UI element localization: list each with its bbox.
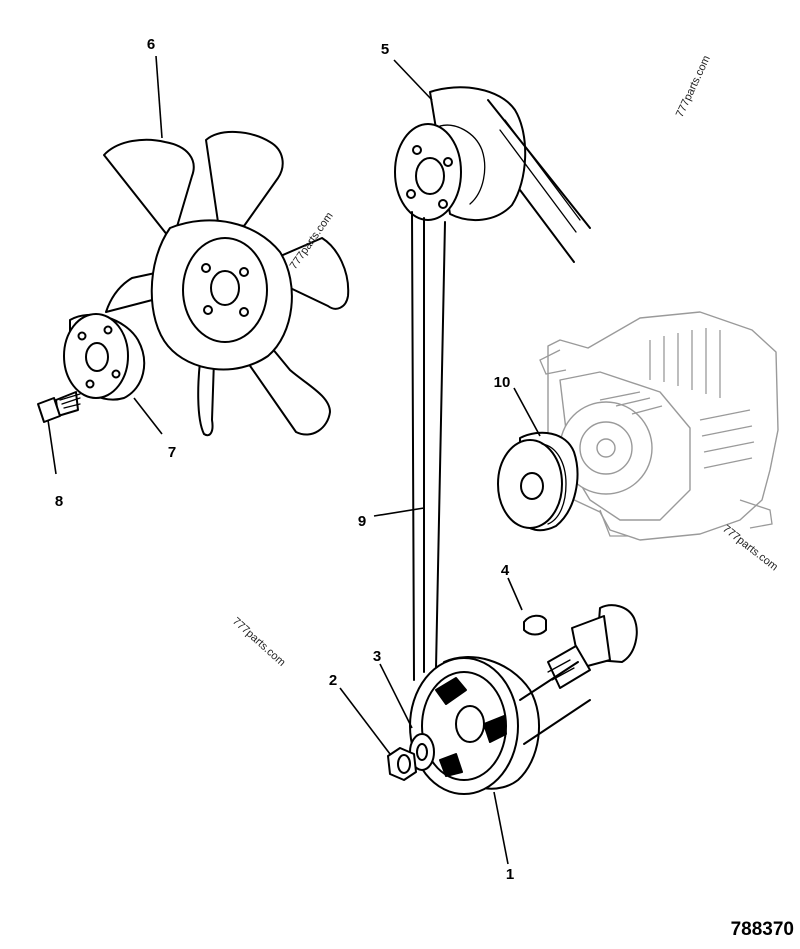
washer — [409, 733, 435, 771]
woodruff-key — [523, 614, 547, 636]
watermark: 777parts.com — [720, 523, 780, 573]
watermark: 777parts.com — [230, 615, 288, 669]
alternator-pulley — [497, 431, 579, 532]
callout-leaders — [47, 55, 541, 865]
callout-1: 1 — [506, 866, 514, 883]
alternator-illustration — [539, 311, 779, 541]
callout-10: 10 — [494, 374, 511, 391]
callout-3: 3 — [373, 648, 381, 665]
cooling-fan — [103, 130, 350, 437]
callout-5: 5 — [381, 41, 389, 58]
water-pump-pulley — [394, 86, 591, 263]
callout-7: 7 — [168, 444, 176, 461]
callout-4: 4 — [501, 562, 510, 579]
watermark: 777parts.com — [674, 54, 713, 119]
callout-2: 2 — [329, 672, 337, 689]
callout-8: 8 — [55, 493, 63, 510]
callout-9: 9 — [358, 513, 366, 530]
fan-bolt — [37, 391, 81, 423]
fan-belt — [411, 211, 446, 681]
fan-spacer — [63, 313, 146, 401]
crankshaft-pulley — [409, 604, 638, 795]
callout-6: 6 — [147, 36, 155, 53]
drawing-reference-number: 788370 — [731, 919, 794, 940]
nut — [387, 747, 417, 781]
